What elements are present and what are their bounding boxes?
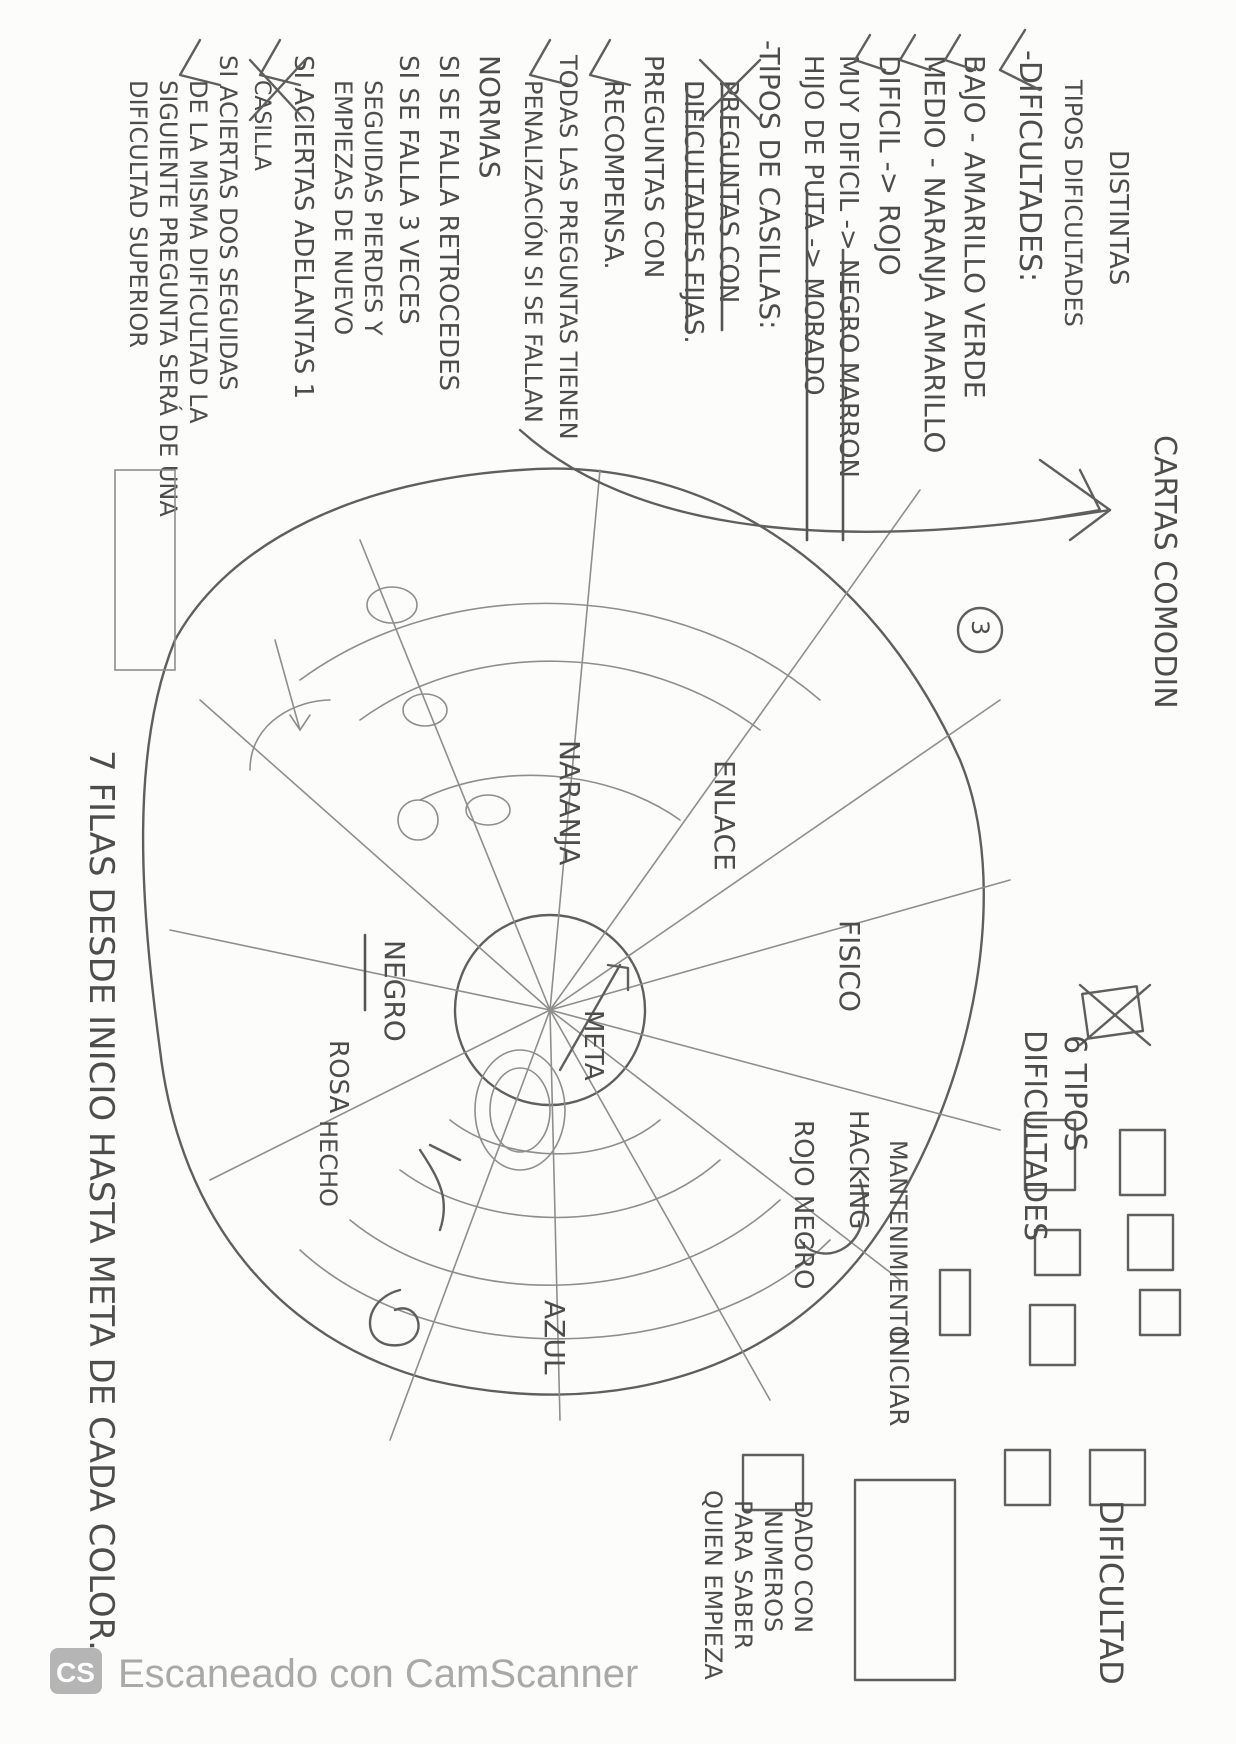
recompensa: RECOMPENSA. [598, 80, 628, 270]
wheel-meta: META [578, 1010, 608, 1081]
wheel-negro: NEGRO [378, 940, 411, 1042]
dificultad-superior: DIFICULTAD SUPERIOR [124, 80, 152, 348]
dificultades-fijas: DIFICULTADES FIJAS. [678, 80, 708, 344]
wheel-naranja: NARANJA [553, 740, 586, 865]
normas: NORMAS [473, 55, 506, 179]
camscanner-text: Escaneado con CamScanner [118, 1652, 638, 1696]
siguiente-pregunta: SIGUIENTE PREGUNTA SERÁ DE UNA [154, 80, 183, 517]
tipos-casillas: -TIPOS DE CASILLAS: [753, 40, 786, 330]
distintas: DISTINTAS [1103, 150, 1133, 285]
medio-line: MEDIO - NARANJA AMARILLO [918, 55, 951, 453]
cartas-comodin: CARTAS COMODIN [1147, 435, 1182, 709]
wheel-azul: AZUL [538, 1300, 571, 1375]
penalizacion: PENALIZACIÓN SI SE FALLAN [519, 80, 549, 423]
dado-line-3: PARA SABER [729, 1500, 757, 1650]
curved-arrow [518, 428, 1112, 533]
preguntas-con: PREGUNTAS CON [713, 80, 743, 303]
filas-line: 7 FILAS DESDE INICIO HASTA META DE CADA … [81, 750, 121, 1651]
start-box [853, 1478, 957, 1682]
si-aciertas: SI ACIERTAS ADELANTAS 1 [288, 55, 318, 399]
wheel-rosa: ROSA [323, 1040, 353, 1114]
svg-text:CS: CS [56, 1657, 95, 1688]
todas-preguntas: TODAS LAS PREGUNTAS TIENEN [554, 54, 582, 440]
wheel-fisico: FISICO [833, 920, 866, 1012]
die-icon-2 [1088, 1448, 1147, 1507]
wheel-hecho: HECHO [314, 1120, 342, 1207]
hijo-line: HIJO DE PUTA -> MORADO [798, 55, 828, 396]
board-wheel [141, 467, 1011, 1441]
wheel-enlace: ENLACE [708, 760, 741, 871]
empiezas-de-nuevo: EMPIEZAS DE NUEVO [329, 80, 357, 335]
si-se-falla-3: SI SE FALLA 3 VECES [393, 55, 423, 325]
camscanner-watermark: CS Escaneado con CamScanner [50, 1648, 638, 1696]
dificultad-label: DIFICULTAD [1092, 1500, 1130, 1685]
muy-dificil-line: MUY DIFICIL -> NEGRO MARRON [833, 55, 863, 478]
distintas-tipos: 6 TIPOS [1057, 1035, 1092, 1152]
wheel-rojo-negro: ROJO NEGRO [788, 1120, 818, 1289]
dado-line-4: QUIEN EMPIEZA [699, 1490, 727, 1680]
si-aciertas-dos: SI ACIERTAS DOS SEGUIDAS [214, 55, 242, 391]
bajo-line: BAJO - AMARILLO VERDE [958, 55, 991, 398]
tipos-dificultades: TIPOS DIFICULTADES [1059, 79, 1087, 327]
preguntas-con-2: PREGUNTAS CON [638, 55, 668, 278]
dificil-line: DIFICIL -> ROJO [873, 55, 906, 276]
card-boxes [741, 983, 1182, 1682]
casilla: CASILLA [249, 80, 274, 171]
svg-text:3: 3 [966, 620, 994, 635]
dificultades-heading: -DIFICULTADES: [1012, 50, 1047, 282]
die-icon [1003, 1448, 1052, 1507]
camscanner-logo-icon [50, 1648, 102, 1694]
dado-line-2: NUMEROS [759, 1510, 787, 1632]
si-se-falla: SI SE FALLA RETROCEDES [433, 55, 463, 391]
seguidas-pierdes: SEGUIDAS PIERDES Y [359, 80, 387, 336]
iniciar-label: INICIAR [883, 1330, 913, 1426]
notes-text: CARTAS COMODIN 6 TIPOS DIFICULTADES DIFI… [81, 40, 1182, 1685]
wheel-mantenimiento: MANTENIMIENTO [884, 1140, 912, 1344]
de-la-misma: DE LA MISMA DIFICULTAD LA [184, 80, 212, 424]
dificultades-label: DIFICULTADES [1017, 1030, 1052, 1241]
wheel-hacking: HACKING [843, 1110, 873, 1229]
dice-drawing [741, 1453, 805, 1512]
dado-line-1: DADO CON [789, 1500, 817, 1633]
